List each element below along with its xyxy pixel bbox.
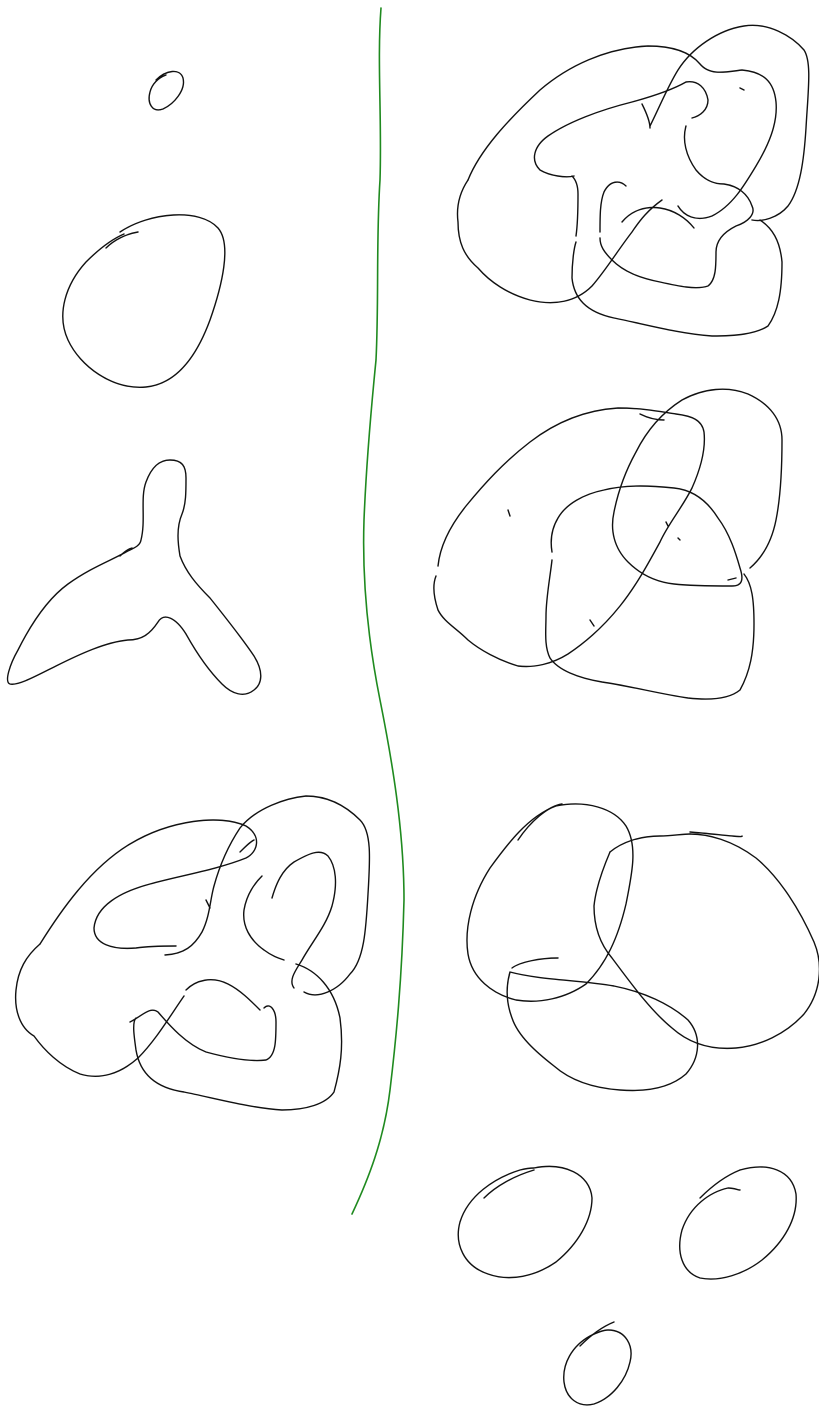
three-lobe-knot	[16, 796, 370, 1110]
round-loop	[63, 215, 225, 387]
unlink-2	[467, 804, 819, 1090]
unlink-3	[458, 1166, 796, 1404]
knot-2	[434, 389, 782, 699]
knot-1	[457, 25, 808, 336]
tripod-shape	[8, 460, 261, 694]
tiny-loop	[149, 71, 183, 109]
green-divider-line	[352, 8, 404, 1214]
